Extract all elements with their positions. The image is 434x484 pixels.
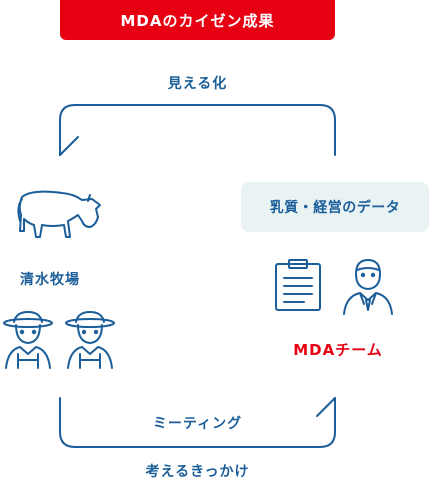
farmer-icon — [65, 311, 115, 369]
team-label: MDAチーム — [293, 341, 383, 359]
clipboard-icon — [275, 259, 321, 311]
diagram-title: MDAのカイゼン成果 — [120, 11, 275, 30]
title-badge: MDAのカイゼン成果 — [60, 0, 335, 40]
label-trigger: 考えるきっかけ — [145, 464, 250, 480]
label-visualization: 見える化 — [167, 76, 228, 92]
cow-icon — [17, 190, 101, 238]
data-box-label: 乳質・経営のデータ — [269, 200, 401, 216]
data-box: 乳質・経営のデータ — [241, 182, 429, 232]
farm-label: 清水牧場 — [20, 272, 80, 288]
farmer-icon — [3, 311, 53, 369]
person-icon — [343, 259, 393, 315]
label-meeting: ミーティング — [152, 416, 243, 432]
